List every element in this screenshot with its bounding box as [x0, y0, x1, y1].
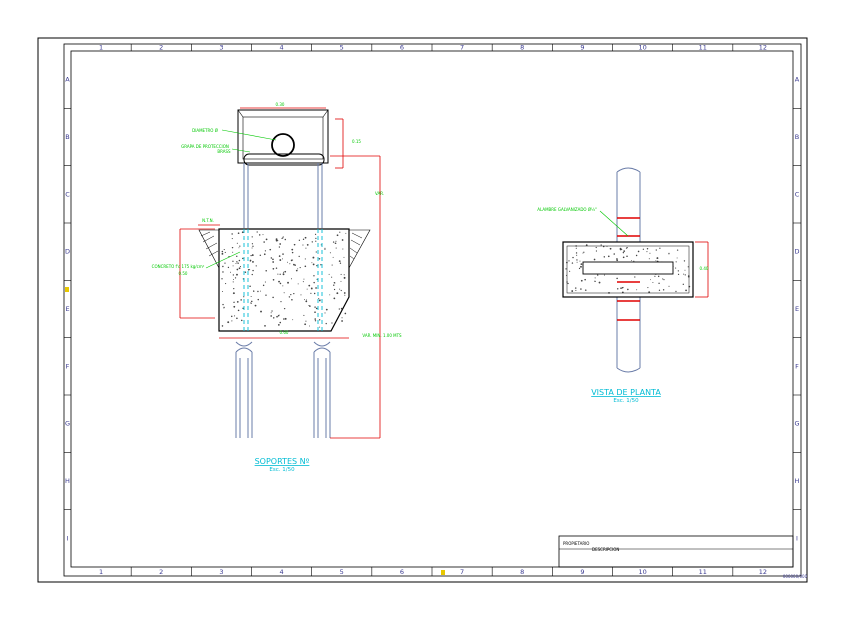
pipe-section: [271, 133, 295, 157]
title-block: PROPIETARIO DESCRIPCION: [558, 535, 794, 568]
grid-letter: B: [65, 133, 69, 141]
support-elevation: 0.30 DIAMETRO Ø GRAPA DE PROTECCION BRAS…: [152, 102, 402, 473]
grid-number: 10: [638, 44, 646, 52]
grid-number: 11: [699, 44, 707, 52]
dim-height-label: VAR.: [375, 191, 384, 196]
outer-border: [37, 37, 808, 583]
concreto-label: CONCRETO f'c 175 kg/cm²: [152, 264, 205, 269]
plan-title: VISTA DE PLANTA: [591, 388, 661, 397]
title-block-row2: DESCRIPCION: [592, 547, 619, 552]
grid-number: 5: [340, 568, 344, 576]
grid-letters-left: A B C D E F G H I: [64, 76, 71, 542]
grid-letter: D: [794, 248, 799, 256]
support-scale: Esc. 1/50: [269, 467, 295, 473]
grid-letter: A: [65, 76, 70, 84]
grid-number: 4: [280, 568, 284, 576]
title-block-row1: PROPIETARIO: [563, 541, 589, 546]
grid-number: 7: [460, 568, 464, 576]
plan-elemento-label: ALAMBRE GALVANIZADO Ø¼": [537, 207, 597, 212]
grid-letter: A: [795, 76, 800, 84]
grid-letter: D: [65, 248, 70, 256]
grid-letter: C: [795, 190, 800, 198]
grid-letter: B: [795, 133, 799, 141]
grid-frame: [63, 43, 802, 577]
grid-number: 3: [219, 568, 223, 576]
grid-letter: F: [66, 362, 70, 370]
dim-base-label: 0.60: [280, 330, 289, 335]
grid-letter: F: [795, 362, 799, 370]
dim-embed-label: VAR. MIN. 1.00 MTS: [362, 333, 402, 338]
grid-number: 6: [400, 44, 404, 52]
grid-letter: H: [795, 477, 800, 485]
grid-number: 8: [520, 44, 524, 52]
grapa-label-2: BRASS: [217, 149, 231, 154]
dim-left-label: 0.50: [179, 271, 188, 276]
grapa-label-1: GRAPA DE PROTECCION: [181, 144, 229, 149]
concrete-hatch: [221, 231, 347, 328]
grid-letter: G: [65, 420, 70, 428]
plan-dim-label: 0.40: [700, 266, 709, 271]
plan-slot: [582, 261, 674, 275]
grid-number: 6: [400, 568, 404, 576]
grid-number: 3: [219, 44, 223, 52]
grid-number: 12: [759, 44, 767, 52]
concrete-footing: [218, 228, 350, 332]
grid-letter: G: [794, 420, 799, 428]
saddle-bar: [243, 153, 325, 166]
grid-number: 10: [638, 568, 646, 576]
plan-view: ALAMBRE GALVANIZADO Ø¼" 0.40 VISTA DE PL…: [537, 167, 709, 404]
support-title: SOPORTES Nº: [255, 457, 310, 466]
footer-code: 000000/000: [783, 574, 808, 579]
grid-number: 9: [580, 44, 584, 52]
soil-hatch-left: [198, 229, 220, 269]
dim-top-label: 0.30: [276, 102, 285, 107]
soil-hatch-right: [348, 229, 371, 269]
grid-letter: I: [67, 534, 69, 542]
grid-number: 2: [159, 44, 163, 52]
clamp-frame-inner: [242, 116, 324, 160]
grid-letter: I: [796, 534, 798, 542]
grid-number: 1: [99, 568, 103, 576]
grid-letter: H: [65, 477, 70, 485]
grid-number: 5: [340, 44, 344, 52]
dim-right-label: 0.15: [352, 139, 361, 144]
grid-number: 2: [159, 568, 163, 576]
grid-number: 1: [99, 44, 103, 52]
grid-number: 4: [280, 44, 284, 52]
clamp-frame: [237, 109, 329, 164]
drawing-frame: [70, 50, 794, 568]
grid-number: 12: [759, 568, 767, 576]
center-marker-left: [65, 287, 69, 292]
plan-scale: Esc. 1/50: [613, 398, 639, 404]
plan-inner: [566, 245, 690, 294]
grid-number: 9: [580, 568, 584, 576]
center-marker-bottom: [441, 570, 445, 575]
grid-letter: C: [65, 190, 70, 198]
grid-number: 11: [699, 568, 707, 576]
grid-letter: E: [795, 305, 799, 313]
grid-number: 8: [520, 568, 524, 576]
ntn-label: N.T.N.: [202, 218, 214, 223]
grid-number: 7: [460, 44, 464, 52]
diametro-label: DIAMETRO Ø: [192, 128, 218, 133]
grid-letter: E: [65, 305, 69, 313]
grid-letters-right: A B C D E F G H I: [793, 76, 801, 542]
